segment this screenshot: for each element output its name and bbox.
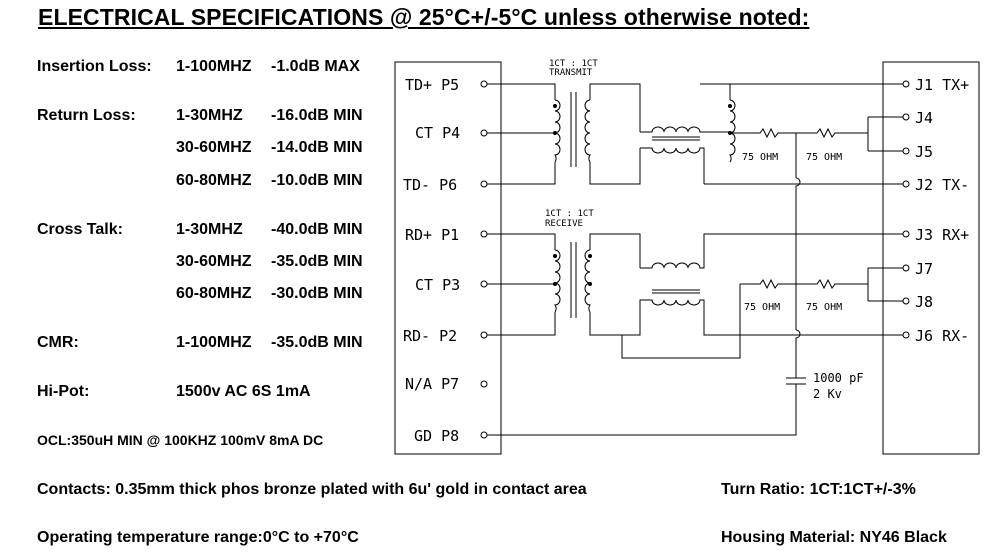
pin-gd-p8: GD P8 — [414, 427, 459, 445]
spec-label: Hi-Pot: — [37, 383, 90, 400]
spec-range: 1-100MHZ — [176, 58, 252, 75]
pin-j1-tx-plus: J1 TX+ — [915, 76, 969, 94]
receive-label: RECEIVE — [545, 219, 583, 229]
resistor-label: 75 OHM — [744, 302, 780, 313]
right-pin-terminals — [902, 80, 910, 339]
left-connector-box — [394, 61, 502, 455]
spec-value: -40.0dB MIN — [271, 221, 363, 238]
spec-range: 1-30MHZ — [176, 107, 243, 124]
spec-label: Return Loss: — [37, 107, 136, 124]
spec-value: -35.0dB MIN — [271, 253, 363, 270]
spec-value: -1.0dB MAX — [271, 58, 360, 75]
resistor-label: 75 OHM — [806, 302, 842, 313]
left-pin-terminals — [480, 80, 488, 439]
spec-range: 30-60MHZ — [176, 139, 252, 156]
spec-value: -35.0dB MIN — [271, 334, 363, 351]
spec-value: -30.0dB MIN — [271, 285, 363, 302]
receive-ratio-label: 1CT : 1CT — [545, 209, 594, 219]
spec-label: Cross Talk: — [37, 221, 123, 238]
pin-td-plus-p5: TD+ P5 — [405, 76, 459, 94]
footer-housing: Housing Material: NY46 Black — [721, 529, 947, 546]
transmit-channel: 1CT : 1CT TRANSMIT 75 OHM 75 OHM — [487, 59, 903, 236]
spec-range: 1-100MHZ — [176, 334, 252, 351]
footer-operating-temp: Operating temperature range:0°C to +70°C — [37, 529, 359, 546]
spec-label: CMR: — [37, 334, 79, 351]
spec-range: 1-30MHZ — [176, 221, 243, 238]
spec-value: -10.0dB MIN — [271, 172, 363, 189]
capacitor-value: 1000 pF — [813, 371, 864, 385]
pin-j4: J4 — [915, 109, 933, 127]
resistor-label: 75 OHM — [742, 152, 778, 163]
page-title: ELECTRICAL SPECIFICATIONS @ 25°C+/-5°C u… — [38, 4, 810, 30]
pin-j6-rx-minus: J6 RX- — [915, 327, 969, 345]
spec-ocl-text: OCL:350uH MIN @ 100KHZ 100mV 8mA DC — [37, 432, 324, 448]
pin-na-p7: N/A P7 — [405, 375, 459, 393]
resistor-label: 75 OHM — [806, 152, 842, 163]
pin-j8: J8 — [915, 293, 933, 311]
spec-label: Insertion Loss: — [37, 58, 152, 75]
pin-td-minus-p6: TD- P6 — [403, 176, 457, 194]
spec-value: -14.0dB MIN — [271, 139, 363, 156]
capacitor: 1000 pF 2 Kv — [487, 371, 864, 436]
pin-j7: J7 — [915, 260, 933, 278]
pin-j5: J5 — [915, 143, 933, 161]
spec-range: 30-60MHZ — [176, 253, 252, 270]
pin-ct-p4: CT P4 — [415, 124, 460, 142]
capacitor-voltage: 2 Kv — [813, 387, 842, 401]
receive-channel: 1CT : 1CT RECEIVE 75 OHM 75 OHM — [487, 209, 903, 378]
pin-rd-minus-p2: RD- P2 — [403, 327, 457, 345]
transmit-ratio-label: 1CT : 1CT — [549, 59, 598, 69]
spec-value: 1500v AC 6S 1mA — [176, 383, 311, 400]
pin-j3-rx-plus: J3 RX+ — [915, 226, 969, 244]
pin-j2-tx-minus: J2 TX- — [915, 176, 969, 194]
spec-range: 60-80MHZ — [176, 172, 252, 189]
footer-turn-ratio: Turn Ratio: 1CT:1CT+/-3% — [721, 481, 916, 498]
spec-range: 60-80MHZ — [176, 285, 252, 302]
transmit-label: TRANSMIT — [549, 68, 593, 78]
spec-value: -16.0dB MIN — [271, 107, 363, 124]
pin-ct-p3: CT P3 — [415, 276, 460, 294]
right-connector-box — [882, 61, 980, 455]
pin-rd-plus-p1: RD+ P1 — [405, 226, 459, 244]
footer-contacts: Contacts: 0.35mm thick phos bronze plate… — [37, 481, 587, 498]
